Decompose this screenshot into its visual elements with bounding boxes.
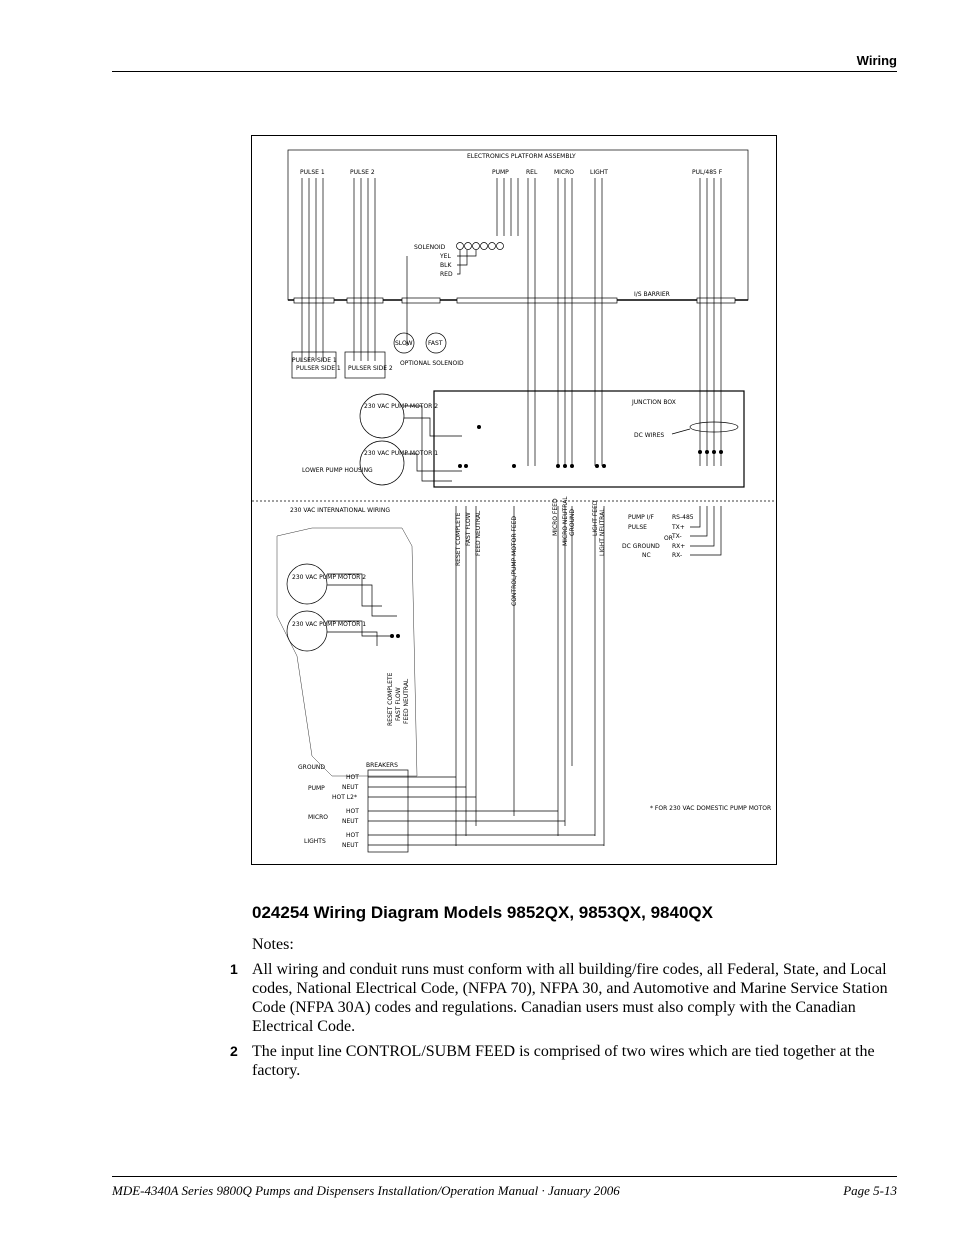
group-pulse2: PULSE 2	[350, 169, 375, 176]
svg-text:HOT: HOT	[346, 832, 359, 839]
svg-text:HOT L2*: HOT L2*	[332, 794, 357, 801]
svg-text:FAST FLOW: FAST FLOW	[395, 687, 402, 721]
svg-text:GROUND: GROUND	[569, 509, 576, 536]
is-barrier-label: I/S BARRIER	[634, 291, 670, 298]
svg-text:PULSE: PULSE	[628, 524, 647, 531]
svg-text:TX+: TX+	[671, 524, 685, 531]
slow-label: SLOW	[395, 340, 413, 347]
svg-text:LIGHT NEUTRAL: LIGHT NEUTRAL	[599, 508, 606, 556]
svg-text:RESET COMPLETE: RESET COMPLETE	[455, 512, 462, 566]
group-pulse1: PULSE 1	[300, 169, 325, 176]
figure-caption: 024254 Wiring Diagram Models 9852QX, 985…	[252, 903, 713, 922]
svg-text:MICRO NEUTRAL: MICRO NEUTRAL	[562, 496, 569, 546]
wiring-diagram: ELECTRONICS PLATFORM ASSEMBLY PULSE 1 PU…	[251, 135, 777, 865]
lower-housing-label: LOWER PUMP HOUSING	[302, 467, 373, 474]
optional-solenoid-label: OPTIONAL SOLENOID	[400, 360, 464, 367]
note-2: 2 The input line CONTROL/SUBM FEED is co…	[230, 1042, 895, 1080]
note-number: 2	[230, 1043, 238, 1059]
footnote: * FOR 230 VAC DOMESTIC PUMP MOTOR	[650, 805, 771, 812]
svg-text:HOT: HOT	[346, 774, 359, 781]
svg-text:BLK: BLK	[440, 262, 452, 269]
platform-title: ELECTRONICS PLATFORM ASSEMBLY	[467, 153, 576, 160]
header-rule	[112, 71, 897, 72]
footer-page-number: Page 5-13	[843, 1183, 897, 1198]
motor2-label: 230 VAC PUMP MOTOR 2	[364, 403, 438, 410]
svg-text:MICRO: MICRO	[308, 814, 328, 821]
junction-box	[433, 390, 745, 488]
svg-text:FEED NEUTRAL: FEED NEUTRAL	[403, 678, 410, 724]
svg-text:PUMP: PUMP	[308, 785, 325, 792]
solenoid-label: SOLENOID	[414, 244, 446, 251]
ground-label: GROUND	[298, 764, 325, 771]
group-pump: PUMP	[492, 169, 509, 176]
group-rel: REL	[526, 169, 538, 176]
junction-box-label: JUNCTION BOX	[631, 399, 676, 406]
footer-document-title: MDE-4340A Series 9800Q Pumps and Dispens…	[112, 1183, 620, 1198]
svg-text:RESET COMPLETE: RESET COMPLETE	[387, 672, 394, 726]
svg-text:NEUT: NEUT	[342, 784, 359, 791]
fast-label: FAST	[428, 340, 443, 347]
footer-rule	[112, 1176, 897, 1177]
svg-text:DC GROUND: DC GROUND	[622, 543, 660, 550]
motor1-label: 230 VAC PUMP MOTOR 1	[364, 450, 438, 457]
group-pul485: PUL/485 F	[692, 169, 723, 176]
svg-text:RED: RED	[440, 271, 453, 278]
section-header: Wiring	[856, 53, 897, 68]
dc-wires-label: DC WIRES	[634, 432, 664, 439]
pulser2-label: PULSER SIDE 2	[348, 365, 393, 372]
svg-text:PUMP I/F: PUMP I/F	[628, 514, 655, 521]
breakers-label: BREAKERS	[366, 762, 398, 769]
svg-text:OR: OR	[664, 535, 673, 542]
note-1: 1 All wiring and conduit runs must confo…	[230, 960, 895, 1036]
svg-text:230 VAC PUMP MOTOR 1: 230 VAC PUMP MOTOR 1	[292, 621, 366, 628]
svg-text:HOT: HOT	[346, 808, 359, 815]
svg-text:TX-: TX-	[671, 533, 682, 540]
svg-text:NEUT: NEUT	[342, 818, 359, 825]
svg-text:LIGHTS: LIGHTS	[304, 838, 326, 845]
svg-text:RX-: RX-	[672, 552, 682, 559]
svg-text:PULSER SIDE 1: PULSER SIDE 1	[292, 357, 337, 364]
group-light: LIGHT	[590, 169, 608, 176]
note-text: All wiring and conduit runs must conform…	[252, 961, 888, 1035]
note-number: 1	[230, 961, 238, 977]
group-micro: MICRO	[554, 169, 574, 176]
svg-text:NEUT: NEUT	[342, 842, 359, 849]
svg-text:CONTROL/PUMP MOTOR FEED: CONTROL/PUMP MOTOR FEED	[511, 516, 518, 606]
svg-text:MICRO FEED: MICRO FEED	[552, 498, 559, 536]
note-text: The input line CONTROL/SUBM FEED is comp…	[252, 1043, 875, 1079]
intl-label: 230 VAC INTERNATIONAL WIRING	[290, 507, 390, 514]
svg-text:NC: NC	[642, 552, 651, 559]
svg-text:RX+: RX+	[672, 543, 685, 550]
notes-label: Notes:	[252, 936, 294, 953]
svg-text:LIGHT FEED: LIGHT FEED	[592, 500, 599, 536]
svg-text:FAST FLOW: FAST FLOW	[465, 512, 472, 546]
svg-text:230 VAC PUMP MOTOR 2: 230 VAC PUMP MOTOR 2	[292, 574, 366, 581]
svg-text:YEL: YEL	[439, 253, 451, 260]
svg-text:RS-485: RS-485	[672, 514, 694, 521]
svg-text:FEED NEUTRAL: FEED NEUTRAL	[475, 510, 482, 556]
pulser1-label: PULSER SIDE 1	[296, 365, 341, 372]
